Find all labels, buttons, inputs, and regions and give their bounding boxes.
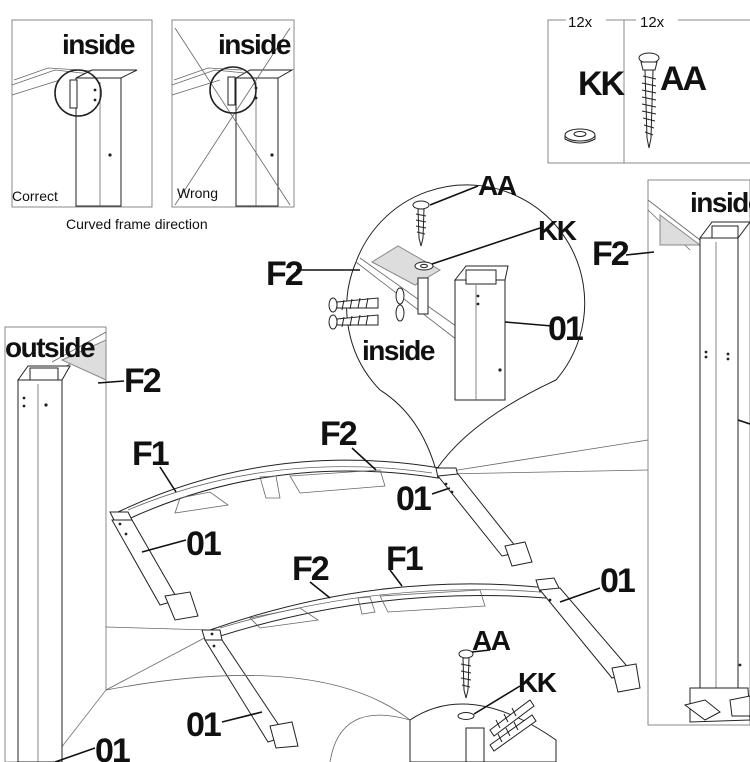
zoom-kk-label: KK <box>538 215 577 246</box>
upper-f2-label: F2 <box>320 415 357 453</box>
left-post-outside-label: outside <box>5 332 95 363</box>
lower-f1-label: F1 <box>386 540 423 578</box>
zoom-washer-icon <box>414 261 434 271</box>
right-post-panel: inside F2 <box>592 179 750 726</box>
left-post-01-label: 01 <box>95 732 130 762</box>
direction-caption: Curved frame direction <box>66 216 208 232</box>
kk-quantity: 12x <box>568 14 593 31</box>
wrong-panel: inside Wrong <box>171 19 295 208</box>
correct-panel: inside Correct <box>11 19 153 208</box>
kk-hardware-label: KK <box>578 65 626 103</box>
left-post-panel: outside F2 01 <box>4 326 163 762</box>
bottom-kk-label: KK <box>518 667 557 698</box>
washer-icon <box>564 128 596 144</box>
upper-post-left-label: 01 <box>186 525 221 563</box>
zoom-post-label: 01 <box>548 310 583 348</box>
upper-post-right-label: 01 <box>396 480 431 518</box>
aa-hardware-label: AA <box>660 60 707 98</box>
zoom-screw-top-icon <box>412 200 430 247</box>
left-post-f2-label: F2 <box>124 362 161 400</box>
detail-zoom: AA KK F2 01 inside <box>266 170 586 472</box>
lower-post-left-label: 01 <box>186 706 221 744</box>
bottom-screw-icon <box>458 649 474 699</box>
bottom-washer-icon <box>457 712 475 720</box>
wrong-inside-label: inside <box>218 29 291 60</box>
right-post-f2-label: F2 <box>592 235 629 273</box>
correct-inside-label: inside <box>62 29 135 60</box>
screw-icon <box>638 52 660 149</box>
correct-label: Correct <box>12 188 58 204</box>
upper-f1-label: F1 <box>132 435 169 473</box>
zoom-aa-label: AA <box>478 170 517 201</box>
zoom-side-screws-icon <box>328 287 405 330</box>
bottom-side-screws-icon <box>489 699 537 752</box>
lower-frame: F2 F1 01 01 <box>186 540 641 749</box>
hardware-box: 12x 12x KK AA <box>547 12 750 164</box>
bottom-detail: AA KK <box>105 625 558 762</box>
aa-quantity: 12x <box>640 14 665 31</box>
zoom-f2-label: F2 <box>266 255 303 293</box>
wrong-label: Wrong <box>177 185 218 201</box>
right-post-inside-label: inside <box>690 187 750 218</box>
zoom-inside-label: inside <box>362 335 435 366</box>
upper-frame: F1 F2 01 01 <box>109 415 533 621</box>
lower-post-right-label: 01 <box>600 562 635 600</box>
lower-f2-label: F2 <box>292 550 329 588</box>
